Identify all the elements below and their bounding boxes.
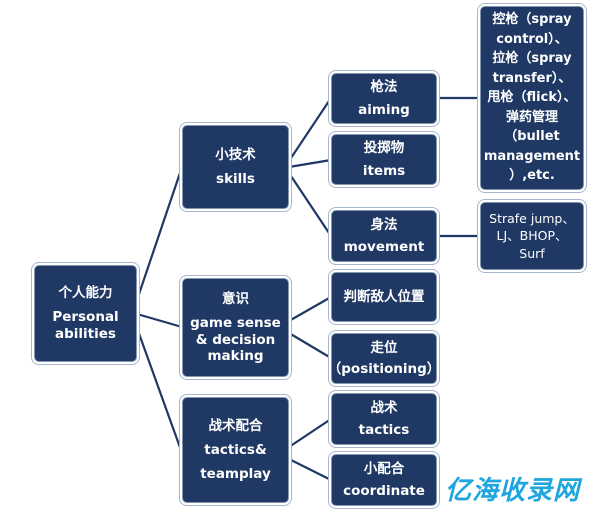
- node-skills: 小技术 skills: [182, 125, 289, 209]
- node-label-en: tactics&: [204, 441, 267, 458]
- node-label-cn: 战术配合: [208, 417, 263, 434]
- connector-root-sense: [135, 312, 184, 329]
- detail-line: control）、: [496, 31, 568, 47]
- node-label-cn: 判断敌人位置: [343, 288, 425, 305]
- node-movement: 身法 movement: [331, 210, 437, 262]
- node-personal-abilities: 个人能力 Personal abilities: [34, 265, 137, 362]
- node-label-cn: 投掷物: [363, 140, 405, 157]
- detail-line: 控枪（spray: [492, 12, 572, 28]
- detail-line: 弹药管理: [505, 109, 558, 125]
- node-label-en: items: [362, 162, 406, 179]
- node-label-cn: 身法: [370, 216, 398, 233]
- node-game-sense: 意识 game sense & decision making: [182, 278, 289, 377]
- node-positioning: 走位 （positioning）: [327, 333, 441, 384]
- node-items: 投掷物 items: [331, 134, 437, 185]
- node-label-en: aiming: [358, 101, 410, 118]
- connector-skills-aiming: [287, 96, 333, 163]
- detail-line: management: [483, 148, 581, 164]
- node-label-en: abilities: [55, 325, 116, 342]
- detail-line: 拉枪（spray: [492, 51, 572, 67]
- node-label-en: （positioning）: [327, 360, 441, 377]
- node-label-en: game sense: [190, 315, 281, 332]
- detail-line: 甩枪（flick）、: [487, 90, 577, 106]
- node-label-cn: 意识: [222, 291, 249, 308]
- connector-skills-items: [287, 158, 333, 169]
- node-tactics-teamplay: 战术配合 tactics& teamplay: [182, 397, 289, 503]
- node-label-cn: 个人能力: [58, 285, 113, 302]
- detail-line: transfer）、: [492, 70, 572, 86]
- node-tactics: 战术 tactics: [331, 393, 437, 445]
- node-label-en: skills: [216, 171, 255, 187]
- detail-line: ）,etc.: [509, 168, 555, 184]
- node-label-en: Personal: [52, 309, 119, 326]
- node-label-cn: 小配合: [363, 460, 405, 477]
- detail-line: LJ、BHOP、: [496, 228, 568, 244]
- detail-line: Surf: [519, 245, 545, 261]
- node-label-en: making: [207, 347, 264, 364]
- node-label-en: & decision: [195, 331, 276, 348]
- node-enemy-position: 判断敌人位置: [331, 272, 437, 322]
- connector-root-skills: [135, 165, 184, 302]
- node-label-cn: 枪法: [370, 79, 398, 96]
- watermark-logo: 亿海收录网: [444, 475, 580, 506]
- detail-movement: Strafe jump、 LJ、BHOP、 Surf: [480, 202, 584, 270]
- node-label-cn: 战术: [370, 399, 398, 416]
- connector-skills-movement: [287, 171, 333, 238]
- node-label-en: coordinate: [343, 483, 425, 499]
- connector-tactics-coordinate: [287, 457, 333, 482]
- connector-sense-enemy: [287, 295, 333, 323]
- node-label-cn: 走位: [370, 340, 398, 357]
- detail-line: Strafe jump、: [489, 210, 575, 226]
- node-coordinate: 小配合 coordinate: [331, 454, 437, 506]
- connector-sense-positioning: [287, 331, 333, 360]
- node-label-cn: 小技术: [215, 146, 256, 163]
- detail-aiming: 控枪（spray control）、 拉枪（spray transfer）、 甩…: [480, 6, 584, 190]
- node-label-en: movement: [343, 239, 425, 255]
- detail-line: （bullet: [504, 129, 560, 145]
- node-label-en: tactics: [358, 422, 410, 438]
- node-label-en: teamplay: [200, 466, 271, 483]
- connector-tactics-tactic: [287, 417, 333, 449]
- connector-root-tactics: [135, 326, 184, 455]
- node-aiming: 枪法 aiming: [331, 73, 437, 124]
